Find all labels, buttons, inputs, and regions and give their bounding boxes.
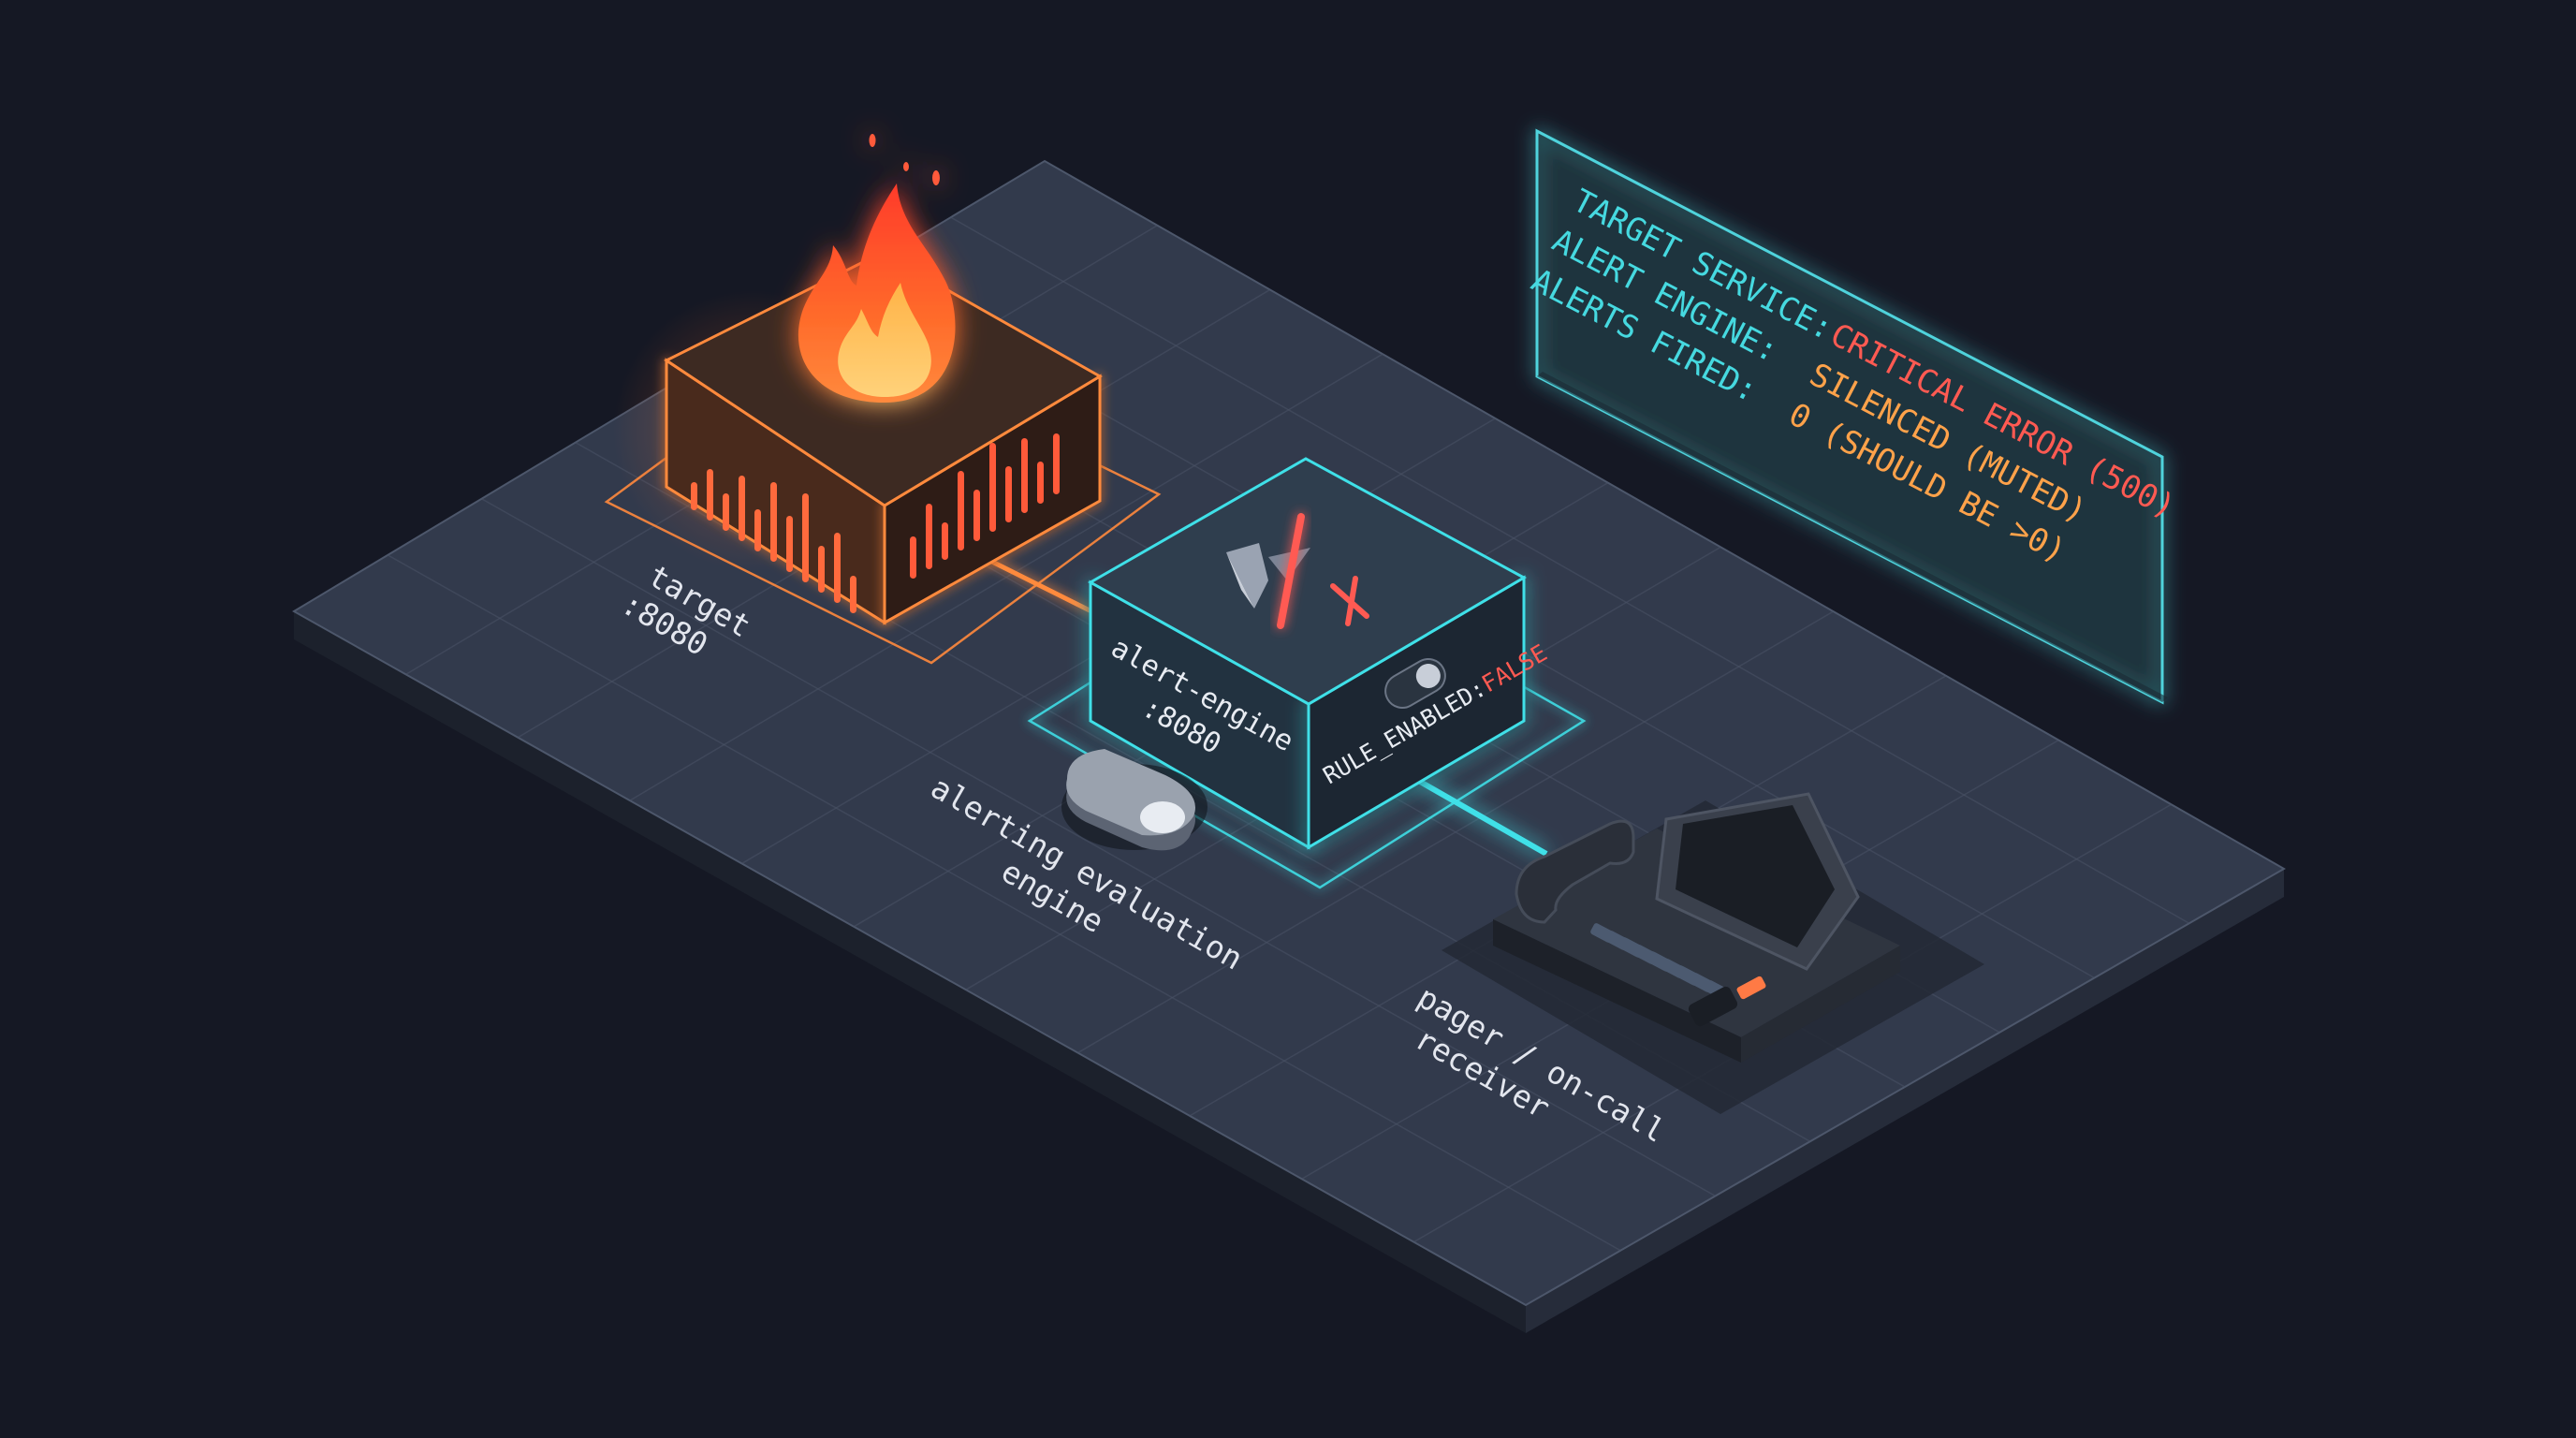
desk-phone-icon bbox=[1493, 792, 1900, 1063]
alerting-evaluation-toggle[interactable] bbox=[1061, 749, 1208, 851]
status-panel: TARGET SERVICE:CRITICAL ERROR (500)ALERT… bbox=[1526, 128, 2181, 705]
phone-key bbox=[1648, 952, 1673, 972]
waveform-bar bbox=[989, 443, 996, 532]
target-waveform-right bbox=[910, 433, 1060, 579]
grid-line bbox=[387, 554, 1621, 1252]
waveform-bar bbox=[1037, 462, 1044, 504]
waveform-bar bbox=[926, 504, 932, 569]
waveform-bar bbox=[958, 471, 964, 550]
platform-side-left bbox=[294, 611, 1526, 1333]
waveform-bar bbox=[850, 576, 856, 613]
target-waveform-left bbox=[691, 469, 856, 613]
grid-line bbox=[481, 498, 1716, 1197]
waveform-bar bbox=[691, 482, 697, 510]
waveform-bar bbox=[1053, 433, 1060, 494]
muted-speaker-icon bbox=[1226, 513, 1369, 629]
toggle-off-icon bbox=[1140, 801, 1185, 833]
phone-action-key bbox=[1736, 976, 1766, 1000]
waveform-bar bbox=[1021, 438, 1028, 513]
connector-engine-pager bbox=[1413, 776, 1548, 857]
waveform-bar bbox=[739, 476, 745, 541]
waveform-bar bbox=[770, 482, 777, 562]
waveform-bar bbox=[973, 490, 980, 541]
target-node[interactable] bbox=[604, 134, 1162, 665]
waveform-bar bbox=[754, 509, 761, 551]
waveform-bar bbox=[942, 522, 948, 560]
waveform-bar bbox=[910, 536, 916, 579]
platform-side-right bbox=[1526, 869, 2284, 1333]
phone-keypad bbox=[1590, 923, 1729, 1000]
phone-key bbox=[1676, 966, 1701, 986]
fire-icon bbox=[798, 134, 956, 403]
connector-target-engine bbox=[972, 550, 1106, 621]
waveform-bar bbox=[802, 493, 809, 582]
alert-engine-node[interactable]: alert-engine :8080 RULE_ENABLED:FALSE bbox=[1027, 457, 1587, 889]
waveform-bar bbox=[723, 493, 729, 531]
phone-key bbox=[1620, 938, 1645, 958]
engine-cube-top bbox=[1087, 457, 1528, 706]
rule-toggle-icon[interactable] bbox=[1380, 653, 1452, 713]
grid-line bbox=[950, 216, 2190, 924]
waveform-bar bbox=[834, 533, 841, 603]
pager-node[interactable] bbox=[1442, 792, 1984, 1114]
waveform-bar bbox=[707, 469, 713, 521]
waveform-bar bbox=[1005, 466, 1012, 522]
waveform-bar bbox=[818, 546, 825, 593]
waveform-bar bbox=[786, 516, 793, 572]
